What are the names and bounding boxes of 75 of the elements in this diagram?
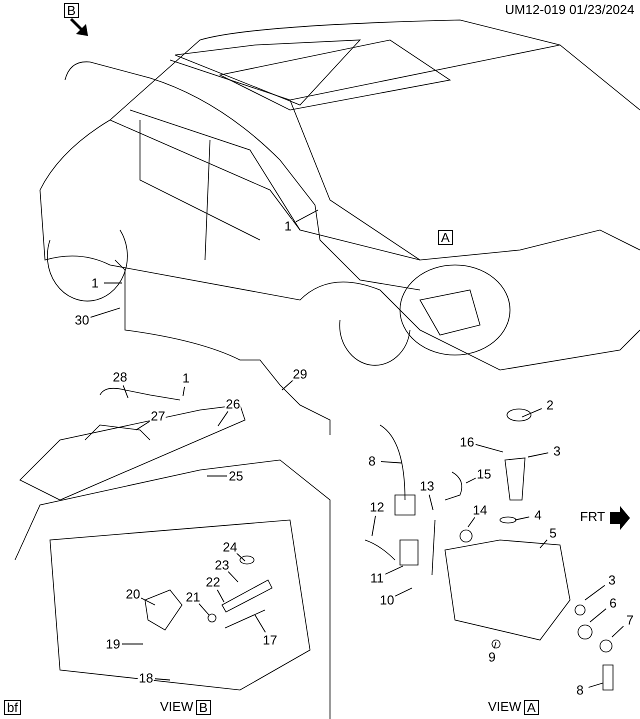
callout-number: 28 bbox=[112, 370, 128, 384]
leader-line bbox=[198, 603, 210, 616]
callout-number: 4 bbox=[533, 508, 543, 522]
leader-line bbox=[384, 566, 404, 575]
leader-line bbox=[254, 614, 266, 633]
callout-number: 11 bbox=[369, 572, 385, 584]
callout-number: 20 bbox=[124, 588, 142, 600]
callout-number: 19 bbox=[104, 638, 122, 650]
leader-line bbox=[218, 410, 228, 426]
view-marker: B bbox=[196, 700, 211, 715]
leader-line bbox=[282, 380, 294, 390]
leader-line bbox=[514, 516, 530, 520]
leader-line bbox=[466, 478, 476, 484]
callout-number: 12 bbox=[368, 500, 386, 514]
callout-number: 17 bbox=[262, 634, 278, 646]
view-caption: VIEW bbox=[160, 700, 194, 714]
leader-line bbox=[372, 515, 376, 536]
leader-line bbox=[394, 588, 412, 597]
leader-line bbox=[540, 539, 548, 548]
callout-number: 8 bbox=[575, 684, 585, 696]
leader-line bbox=[522, 408, 542, 418]
callout-number: 26 bbox=[224, 398, 242, 410]
callout-number: 6 bbox=[608, 596, 618, 610]
callout-number: 30 bbox=[74, 314, 90, 326]
callout-number: 9 bbox=[487, 650, 497, 664]
illustration-number: UM12-019 01/23/2024 bbox=[505, 3, 634, 17]
leader-line bbox=[380, 461, 402, 464]
leader-line bbox=[236, 552, 246, 562]
callout-number: 1 bbox=[181, 372, 191, 384]
callout-number: 24 bbox=[222, 540, 238, 554]
leader-line bbox=[494, 642, 496, 649]
callout-number: 1 bbox=[90, 276, 100, 290]
leader-line bbox=[122, 384, 128, 398]
leader-line bbox=[590, 608, 606, 622]
leader-line bbox=[296, 210, 318, 222]
view-marker: A bbox=[524, 700, 539, 715]
leader-line bbox=[154, 678, 170, 680]
callout-number: 23 bbox=[214, 558, 230, 572]
callout-number: 16 bbox=[458, 436, 476, 448]
callout-number: 14 bbox=[472, 504, 488, 516]
leader-line bbox=[612, 626, 624, 638]
leader-line bbox=[475, 444, 504, 452]
leader-line bbox=[90, 308, 120, 318]
leader-line bbox=[584, 584, 606, 600]
callout-number: 29 bbox=[292, 368, 308, 380]
callout-number: 25 bbox=[228, 470, 244, 482]
callout-number: 3 bbox=[607, 574, 617, 586]
callout-number: 1 bbox=[283, 220, 293, 232]
leader-line bbox=[136, 420, 151, 430]
leader-line bbox=[140, 598, 156, 606]
callout-number: 27 bbox=[150, 410, 166, 422]
callout-number: 2 bbox=[545, 398, 555, 412]
view-marker: B bbox=[64, 3, 79, 18]
callout-number: 10 bbox=[378, 594, 396, 606]
callout-number: 5 bbox=[548, 526, 558, 540]
leader-line bbox=[468, 516, 476, 528]
view-caption: VIEW bbox=[488, 700, 522, 714]
leader-line bbox=[104, 282, 122, 284]
callout-number: 8 bbox=[367, 454, 377, 468]
callout-number: 15 bbox=[476, 468, 492, 480]
code-tag: bf bbox=[4, 700, 21, 715]
callout-number: 7 bbox=[625, 614, 635, 626]
view-marker: A bbox=[438, 230, 453, 245]
leader-line bbox=[216, 589, 224, 602]
callout-number: 13 bbox=[418, 480, 436, 492]
leader-line bbox=[182, 386, 185, 396]
leader-line bbox=[528, 452, 549, 458]
callout-number: 18 bbox=[138, 672, 154, 684]
callout-number: 3 bbox=[552, 444, 562, 458]
leader-line bbox=[228, 571, 238, 582]
callout-number: 22 bbox=[204, 576, 222, 588]
leader-line bbox=[428, 494, 434, 510]
callout-number: 21 bbox=[184, 590, 202, 604]
front-indicator: FRT bbox=[580, 510, 606, 524]
leader-line bbox=[588, 682, 604, 688]
